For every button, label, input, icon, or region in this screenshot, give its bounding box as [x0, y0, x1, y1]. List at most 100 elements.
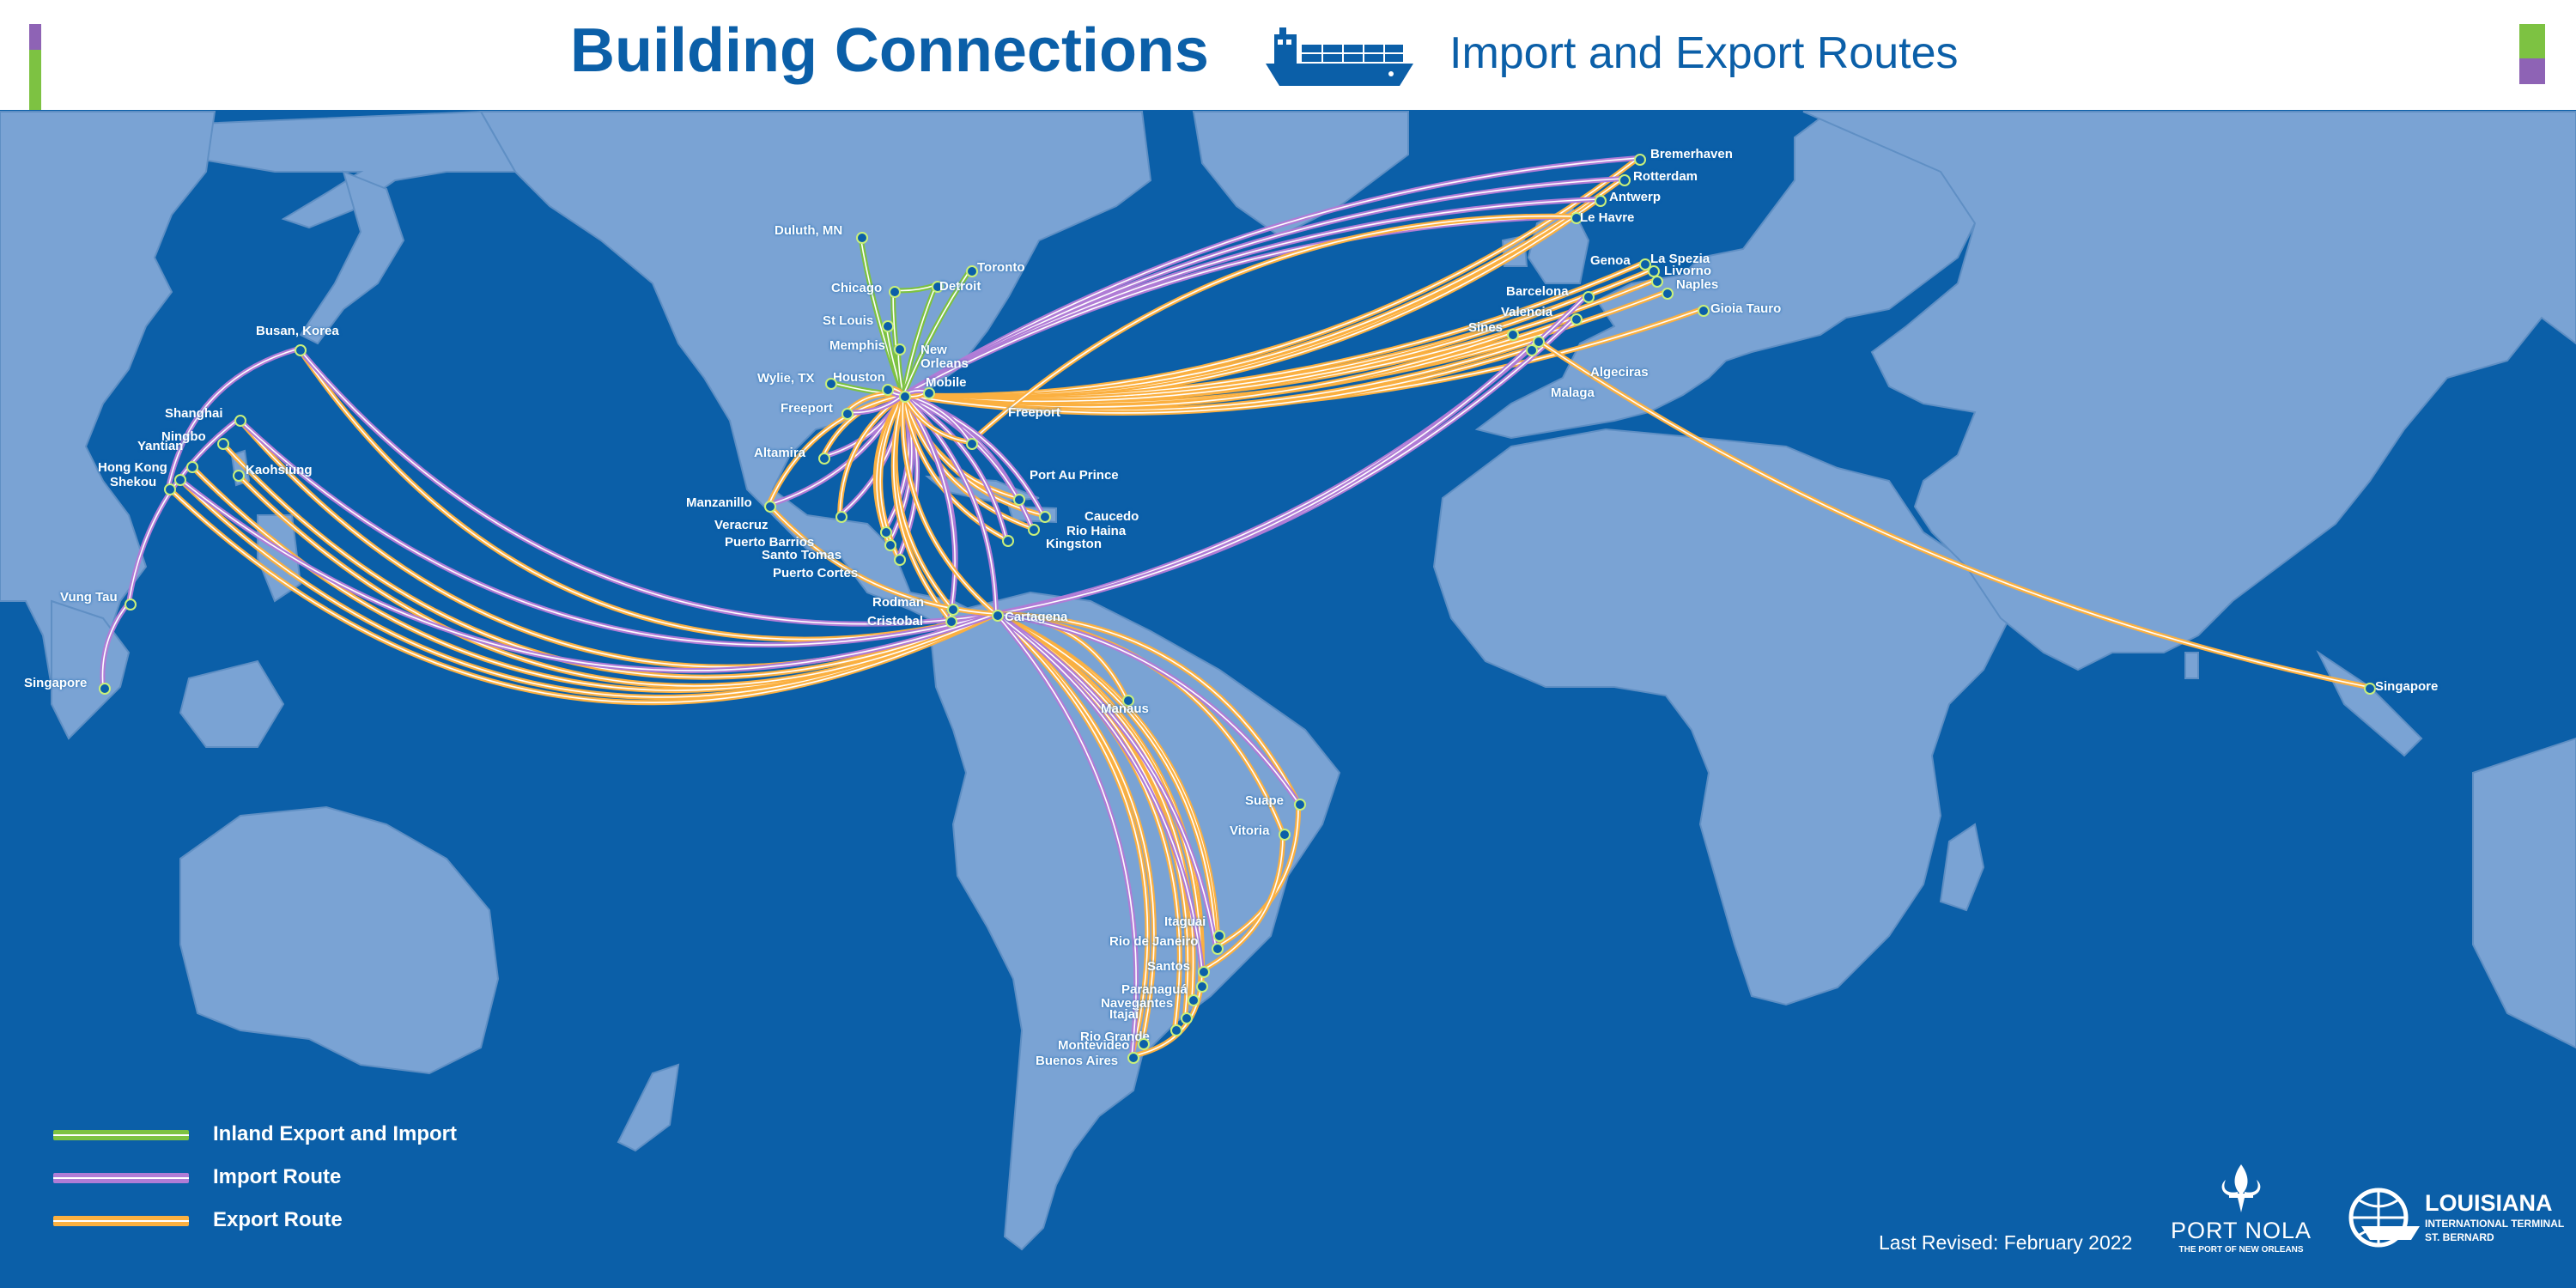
- port-label-rotterdam: Rotterdam: [1633, 169, 1698, 184]
- port-label-montevideo: Montevideo: [1058, 1038, 1130, 1053]
- port-label-naples: Naples: [1676, 277, 1719, 292]
- port-node-antwerp: [1595, 195, 1607, 207]
- port-node-portauprince: [1013, 494, 1025, 506]
- land-new-zealand: [617, 1063, 680, 1152]
- port-label-suape: Suape: [1245, 793, 1285, 808]
- land-japan: [299, 170, 405, 345]
- port-node-yantian: [186, 461, 198, 473]
- route-export-neworleans-freeport_bh-center: [902, 394, 971, 443]
- port-label-gioiatauro: Gioia Tauro: [1710, 301, 1782, 316]
- port-node-altamira: [818, 453, 830, 465]
- louisiana-terminal-logo: LOUISIANA INTERNATIONAL TERMINAL ST. BER…: [2344, 1183, 2564, 1255]
- port-node-toronto: [966, 265, 978, 277]
- port-label-shekou: Shekou: [110, 475, 157, 489]
- port-label-kingston: Kingston: [1046, 537, 1102, 551]
- port-label-livorno: Livorno: [1664, 264, 1711, 278]
- route-import-shanghai-vungtau-center: [128, 418, 240, 604]
- port-label-itaguai: Itaguai: [1164, 914, 1206, 929]
- port-node-itaguai: [1213, 930, 1225, 942]
- port-node-sines: [1507, 329, 1519, 341]
- route-export-neworleans-kingston-center: [902, 394, 1007, 540]
- fleur-de-lis-icon: [2221, 1164, 2261, 1212]
- port-node-vitoria: [1279, 829, 1291, 841]
- port-label-algeciras: Algeciras: [1590, 365, 1649, 380]
- route-export-neworleans-puertocortes-center: [879, 394, 904, 559]
- route-import-cartagena-hongkong-center: [178, 477, 997, 671]
- route-inland-toronto-neworleans-center: [902, 269, 971, 396]
- port-label-duluth: Duluth, MN: [775, 223, 843, 238]
- port-label-sines: Sines: [1468, 320, 1504, 335]
- port-label-wylie: Wylie, TX: [757, 371, 815, 386]
- port-label-lehavre: Le Havre: [1580, 210, 1635, 225]
- port-label-ningbo: Ningbo: [161, 429, 206, 444]
- port-label-malaga: Malaga: [1551, 386, 1595, 400]
- port-label-vungtau: Vung Tau: [60, 590, 118, 605]
- page-subtitle: Import and Export Routes: [1449, 28, 1959, 78]
- container-ship-icon: [1266, 27, 1413, 86]
- route-export-neworleans-cristobal-center: [892, 394, 951, 621]
- port-node-algeciras: [1533, 336, 1545, 348]
- port-label-kaohsiung: Kaohsiung: [246, 463, 313, 477]
- port-node-valencia: [1571, 313, 1583, 325]
- port-node-itajai: [1181, 1012, 1193, 1024]
- port-nola-tagline: THE PORT OF NEW ORLEANS: [2178, 1245, 2304, 1255]
- port-label-riogrande: Rio Grande: [1080, 1030, 1150, 1044]
- land-borneo: [179, 659, 285, 748]
- route-import-neworleans-kingston-center: [902, 394, 1007, 540]
- header-stripe-left-green: [29, 50, 41, 110]
- port-node-navegantes: [1188, 994, 1200, 1006]
- port-node-kingston: [1002, 535, 1014, 547]
- port-label-chicago: Chicago: [831, 281, 883, 295]
- land-north-america: [479, 111, 1152, 629]
- port-node-buenosaires: [1127, 1052, 1139, 1064]
- port-node-barcelona: [1583, 291, 1595, 303]
- route-export-cartagena-shekou-center: [167, 487, 997, 703]
- lits-wordmark: LOUISIANA: [2425, 1190, 2553, 1216]
- routes-layer: [100, 155, 2371, 1059]
- port-node-neworleans: [899, 391, 911, 403]
- port-label-freeport_bh: Freeport: [1008, 405, 1060, 420]
- route-import-neworleans-cristobal-center: [902, 394, 956, 621]
- route-export-manzanillo-cartagena-center: [768, 504, 997, 615]
- port-node-busan: [295, 344, 307, 356]
- route-export-neworleans-manzanillo-center: [768, 394, 904, 506]
- port-label-singapore_e: Singapore: [2375, 679, 2439, 694]
- port-node-chicago: [889, 286, 901, 298]
- route-export-neworleans-malaga-center: [902, 348, 1531, 414]
- header-stripe-right-green: [2519, 24, 2545, 58]
- legend-swatch-inland: [53, 1130, 189, 1140]
- port-label-buenosaires: Buenos Aires: [1036, 1054, 1119, 1068]
- route-export-neworleans-cartagena-center: [902, 394, 997, 615]
- port-label-vitoria: Vitoria: [1230, 823, 1270, 838]
- port-node-caucedo: [1039, 511, 1051, 523]
- port-node-manaus: [1122, 695, 1134, 707]
- route-import-cartagena-suape-center: [995, 613, 1299, 804]
- port-node-malaga: [1526, 344, 1538, 356]
- legend-swatch-import: [53, 1173, 189, 1183]
- port-node-hongkong: [174, 474, 186, 486]
- port-label-rodman: Rodman: [872, 595, 924, 610]
- port-node-veracruz: [835, 511, 848, 523]
- port-node-riohaina: [1028, 524, 1040, 536]
- port-node-gioiatauro: [1698, 305, 1710, 317]
- port-label-navegantes: Navegantes: [1101, 996, 1174, 1011]
- land-australia-east-edge: [2472, 737, 2576, 1049]
- port-label-mobile: Mobile: [926, 375, 967, 390]
- port-node-ningbo: [217, 438, 229, 450]
- port-node-singapore_e: [2364, 683, 2376, 695]
- route-export-neworleans-riohaina-center: [902, 394, 1033, 529]
- port-label-memphis: Memphis: [829, 338, 886, 353]
- route-import-cartagena-riodejaneiro-center: [995, 613, 1217, 948]
- port-node-puertobarrios: [880, 526, 892, 538]
- route-export-algeciras-singapore_e-center: [1536, 339, 2369, 688]
- port-label-paranagua: Paranaguá: [1121, 982, 1188, 997]
- port-node-puertocortes: [894, 554, 906, 566]
- route-export-vitoria-santos-center: [1201, 832, 1284, 971]
- header-bar: Building Connections Import and Export R…: [0, 0, 2576, 110]
- land-asia: [1802, 111, 2576, 671]
- port-label-valencia: Valencia: [1501, 305, 1553, 319]
- route-export-cartagena-buenosaires-center: [995, 613, 1149, 1057]
- globe-ship-icon: [2348, 1188, 2420, 1248]
- port-label-antwerp: Antwerp: [1609, 190, 1661, 204]
